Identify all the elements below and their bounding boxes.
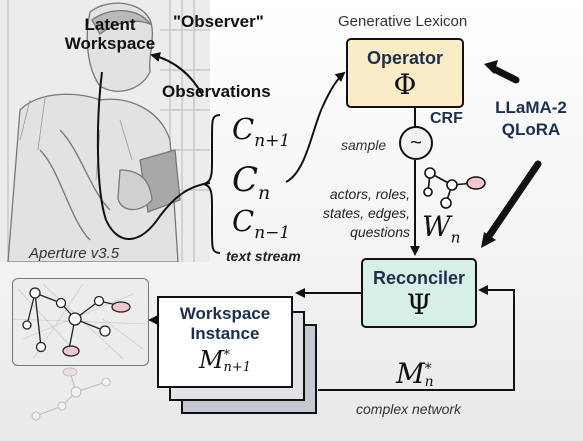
llm-line2: QLoRA xyxy=(501,120,561,139)
features-list: actors, roles, states, edges, questions xyxy=(312,185,410,242)
workspace-label-line1: Workspace xyxy=(179,304,271,323)
c-n: Cn xyxy=(232,160,271,204)
generative-lexicon-label: Generative Lexicon xyxy=(338,13,468,30)
latent-label-line1: Latent xyxy=(84,15,136,34)
m-n-symbol: M*n xyxy=(396,357,434,390)
workspace-label-line2: Instance xyxy=(190,324,260,343)
latent-label-line2: Workspace xyxy=(64,34,156,53)
operator-symbol: Φ xyxy=(393,68,417,101)
feature-graph-icon xyxy=(423,167,486,209)
cn-to-operator-arrow xyxy=(285,71,346,183)
features-line3: questions xyxy=(350,224,410,240)
reconciler-symbol: Ψ xyxy=(406,288,432,321)
operator-box: Operator Φ xyxy=(346,38,464,108)
observer-label: "Observer" xyxy=(173,12,264,31)
c-n-minus-1: Cn−1 xyxy=(232,204,291,243)
network-thumbnail xyxy=(12,278,149,366)
sampler-icon: ~ xyxy=(399,126,433,160)
complex-network-label: complex network xyxy=(356,401,462,417)
network-reflection xyxy=(31,367,111,421)
workspace-instance-label: Workspace Instance xyxy=(159,304,291,344)
network-graph-icon xyxy=(12,283,148,360)
reconciler-box: Reconciler Ψ xyxy=(361,258,477,328)
m-n-plus-1-symbol: M*n+1 xyxy=(198,346,252,375)
llm-to-reconciler-arrow xyxy=(485,160,542,240)
llm-to-operator-arrow xyxy=(490,65,520,84)
llm-label: LLaMA-2 QLoRA xyxy=(483,97,579,141)
operator-label: Operator xyxy=(366,48,444,68)
workspace-instance-box: Workspace Instance M*n+1 xyxy=(157,296,293,388)
observations-label: Observations xyxy=(162,82,271,101)
w-n-symbol: Wn xyxy=(422,210,461,247)
features-line1: actors, roles, xyxy=(329,186,410,202)
aperture-label: Aperture v3.5 xyxy=(29,245,120,262)
latent-workspace-label: Latent Workspace xyxy=(59,15,161,53)
features-line2: states, edges, xyxy=(322,205,410,221)
reconciler-label: Reconciler xyxy=(372,268,466,288)
sample-label: sample xyxy=(341,137,387,153)
crf-label: CRF xyxy=(430,110,463,127)
c-n-plus-1: Cn+1 xyxy=(232,112,291,151)
text-stream-label: text stream xyxy=(226,248,301,264)
llm-line1: LLaMA-2 xyxy=(495,98,567,117)
